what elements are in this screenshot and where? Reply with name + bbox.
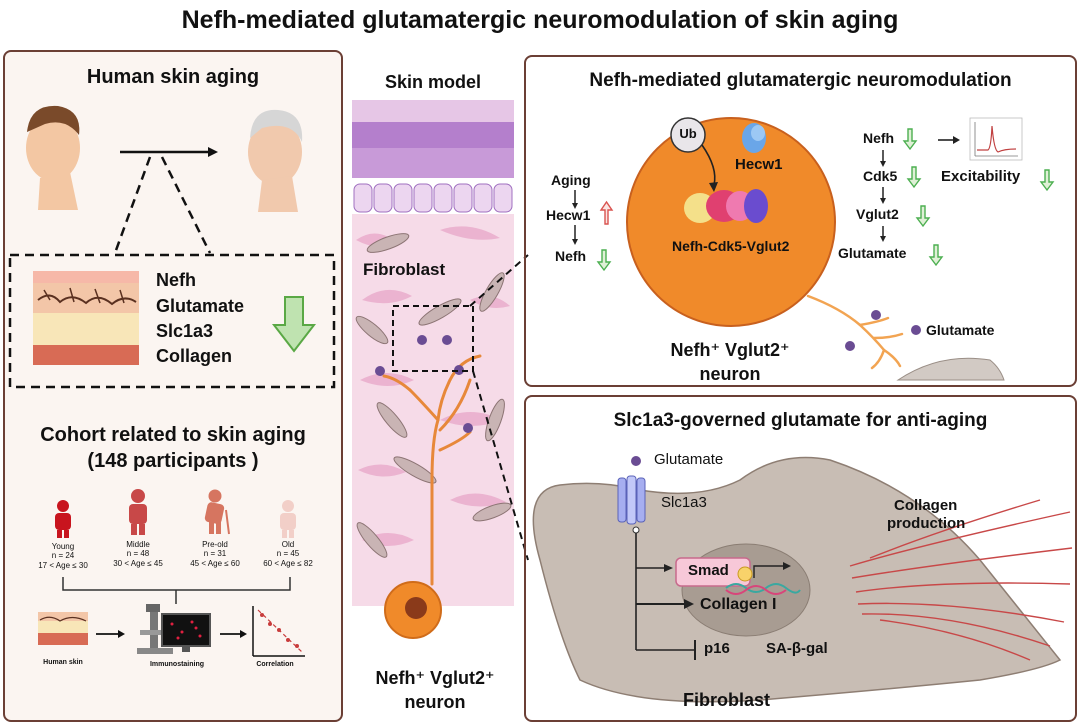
fibroblast-cell-label: Fibroblast bbox=[683, 690, 771, 710]
skin-model-illustration bbox=[352, 100, 514, 639]
group-old-n: n = 45 bbox=[276, 549, 300, 558]
slc1a3-panel bbox=[524, 395, 1077, 722]
cohort-participants: (148 participants ) bbox=[87, 450, 259, 472]
marker-glutamate: Glutamate bbox=[156, 296, 245, 316]
human-skin-aging-title: Human skin aging bbox=[86, 66, 260, 88]
collagen-i-label: Collagen I bbox=[700, 596, 777, 613]
vglut2-label: Vglut2 bbox=[856, 206, 899, 222]
nefh-cascade-label: Nefh bbox=[555, 248, 587, 264]
monitor-icon bbox=[161, 613, 211, 652]
young-head-icon bbox=[26, 105, 80, 210]
hecw1-protein-icon bbox=[742, 123, 766, 153]
neuron-soma bbox=[626, 117, 836, 327]
pre-old-person-icon bbox=[204, 489, 230, 535]
slc1a3-transporter-icon bbox=[617, 475, 646, 525]
group-pre-old-name: Pre-old bbox=[202, 540, 228, 549]
group-middle-range: 30 < Age ≤ 45 bbox=[113, 559, 163, 568]
neuron-label-2: neuron bbox=[699, 364, 761, 384]
workflow-immunostaining: Immunostaining bbox=[149, 661, 205, 668]
glutamate-cascade-label: Glutamate bbox=[838, 245, 907, 261]
cohort-title: Cohort related to skin aging bbox=[40, 424, 306, 446]
nefh-cdk5-vglut2-complex bbox=[684, 189, 768, 223]
marker-slc1a3: Slc1a3 bbox=[156, 321, 214, 341]
glutamate-label: Glutamate bbox=[654, 451, 724, 468]
group-young-range: 17 < Age ≤ 30 bbox=[38, 561, 88, 570]
human-skin-section bbox=[33, 271, 139, 365]
marker-nefh: Nefh bbox=[156, 270, 196, 290]
p16-label: p16 bbox=[704, 640, 730, 657]
old-person-icon bbox=[280, 500, 296, 538]
increase-arrow-icon bbox=[599, 200, 614, 225]
correlation-plot-icon bbox=[252, 606, 305, 657]
group-pre-old-n: n = 31 bbox=[203, 549, 227, 558]
ub-label: Ub bbox=[679, 126, 697, 141]
nefh-right-label: Nefh bbox=[863, 130, 895, 146]
group-young-name: Young bbox=[51, 542, 75, 551]
group-middle-n: n = 48 bbox=[126, 549, 150, 558]
glutamate-dot-label: Glutamate bbox=[926, 322, 995, 338]
aging-label: Aging bbox=[551, 172, 591, 188]
ubiquitin-icon bbox=[670, 117, 706, 153]
decrease-arrow-icon bbox=[271, 296, 317, 353]
smad-label: Smad bbox=[688, 562, 729, 579]
collagen-production-label-2: production bbox=[887, 515, 966, 532]
young-person-icon bbox=[55, 500, 71, 538]
neuromodulation-panel bbox=[524, 55, 1077, 387]
group-pre-old-range: 45 < Age ≤ 60 bbox=[190, 559, 240, 568]
cdk5-label: Cdk5 bbox=[863, 168, 898, 184]
action-potential-trace-icon bbox=[969, 117, 1023, 161]
middle-person-icon bbox=[129, 489, 147, 535]
workflow-human-skin: Human skin bbox=[43, 659, 83, 666]
group-young-n: n = 24 bbox=[51, 551, 75, 560]
old-head-icon bbox=[248, 109, 303, 212]
hecw1-cascade-label: Hecw1 bbox=[546, 207, 591, 223]
group-middle-name: Middle bbox=[126, 540, 150, 549]
fibroblast-label: Fibroblast bbox=[363, 260, 446, 279]
figure-title: Nefh-mediated glutamatergic neuromodulat… bbox=[181, 6, 899, 34]
skin-neuron-label-2: neuron bbox=[404, 692, 466, 712]
group-old-name: Old bbox=[281, 540, 295, 549]
marker-collagen: Collagen bbox=[156, 346, 233, 366]
collagen-production-label-1: Collagen bbox=[894, 497, 958, 514]
slc1a3-title: Slc1a3-governed glutamate for anti-aging bbox=[613, 410, 988, 431]
hecw1-label: Hecw1 bbox=[735, 156, 783, 173]
skin-model-title: Skin model bbox=[384, 72, 482, 92]
skin-sample-icon bbox=[38, 612, 88, 645]
neuromodulation-title: Nefh-mediated glutamatergic neuromodulat… bbox=[589, 70, 1012, 91]
neuron-label-1: Nefh⁺ Vglut2⁺ bbox=[670, 340, 790, 360]
microscope-icon bbox=[137, 604, 173, 654]
group-old-range: 60 < Age ≤ 82 bbox=[263, 559, 313, 568]
slc1a3-label: Slc1a3 bbox=[661, 494, 707, 511]
complex-label: Nefh-Cdk5-Vglut2 bbox=[672, 238, 790, 254]
excitability-label: Excitability bbox=[941, 168, 1021, 185]
sa-beta-gal-label: SA-β-gal bbox=[766, 640, 828, 657]
workflow-correlation: Correlation bbox=[256, 661, 294, 668]
skin-neuron-label-1: Nefh⁺ Vglut2⁺ bbox=[375, 668, 495, 688]
glutamate-dot-icon bbox=[631, 456, 641, 466]
